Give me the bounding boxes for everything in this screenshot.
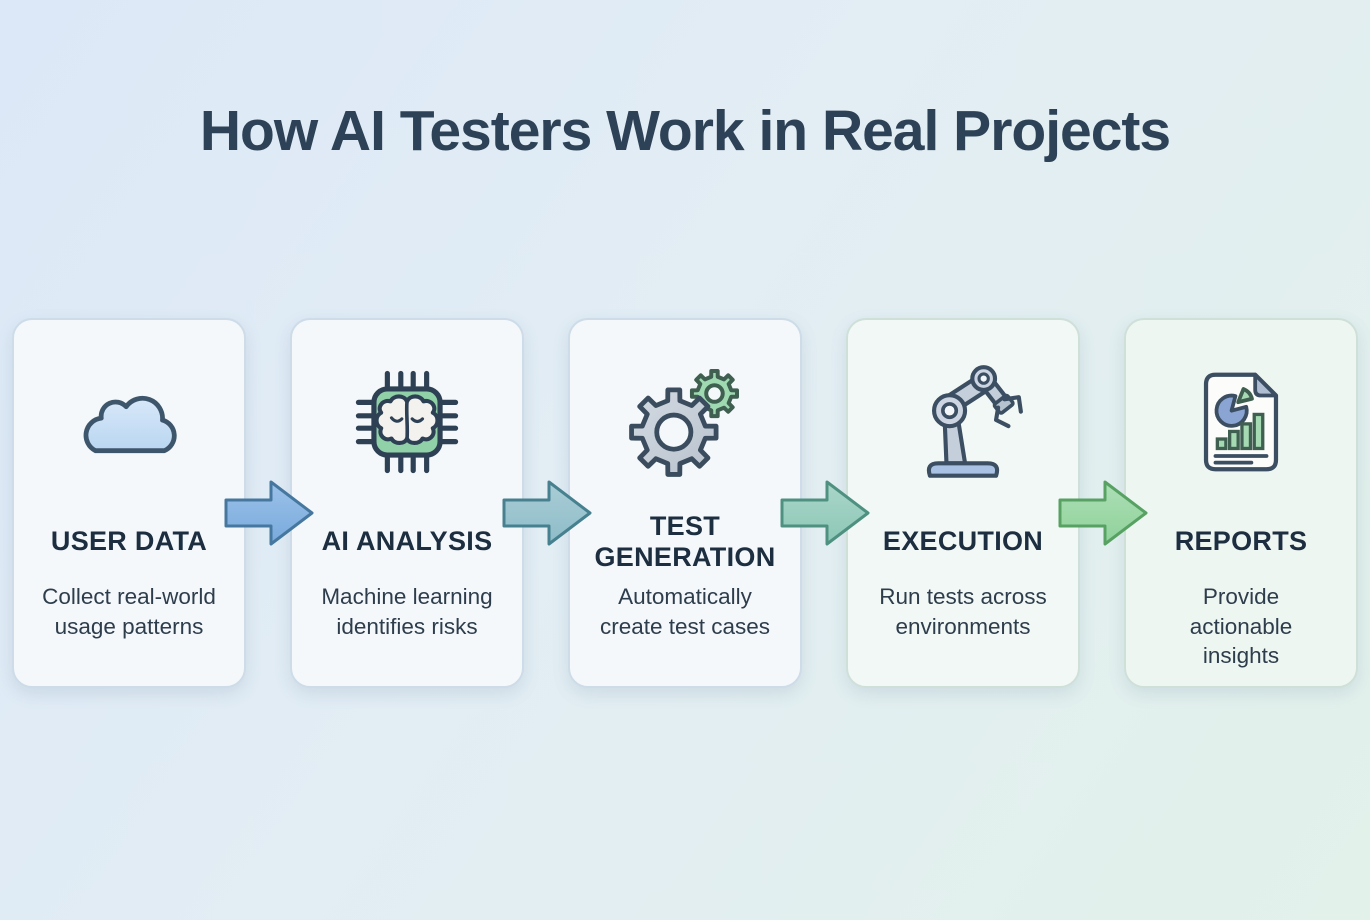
step-card-reports: REPORTS Provide actionable insights bbox=[1124, 318, 1358, 688]
flow-arrow-1 bbox=[223, 479, 315, 547]
step-title: TEST GENERATION bbox=[594, 510, 776, 572]
step-title: REPORTS bbox=[1174, 526, 1308, 557]
step-title: AI ANALYSIS bbox=[321, 526, 493, 557]
flow-arrow-2 bbox=[501, 479, 593, 547]
step-description: Run tests across environments bbox=[879, 584, 1047, 639]
step-card-user-data: USER DATA Collect real-world usage patte… bbox=[12, 318, 246, 688]
robot-arm-icon bbox=[900, 356, 1026, 488]
step-title: USER DATA bbox=[50, 526, 208, 557]
gears-icon bbox=[623, 356, 747, 488]
flow-arrow-4 bbox=[1057, 479, 1149, 547]
step-card-test-generation: TEST GENERATION Automatically create tes… bbox=[568, 318, 802, 688]
step-card-execution: EXECUTION Run tests across environments bbox=[846, 318, 1080, 688]
step-description: Automatically create test cases bbox=[599, 584, 771, 639]
step-description: Machine learning identifies risks bbox=[321, 584, 493, 639]
cloud-icon bbox=[66, 356, 192, 488]
step-description: Provide actionable insights bbox=[1189, 584, 1293, 669]
report-document-icon bbox=[1189, 356, 1293, 488]
step-description: Collect real-world usage patterns bbox=[42, 584, 216, 639]
flow-arrow-3 bbox=[779, 479, 871, 547]
step-card-ai-analysis: AI ANALYSIS Machine learning identifies … bbox=[290, 318, 524, 688]
page-title: How AI Testers Work in Real Projects bbox=[199, 99, 1171, 163]
step-title: EXECUTION bbox=[882, 526, 1044, 557]
chip-brain-icon bbox=[345, 356, 469, 488]
